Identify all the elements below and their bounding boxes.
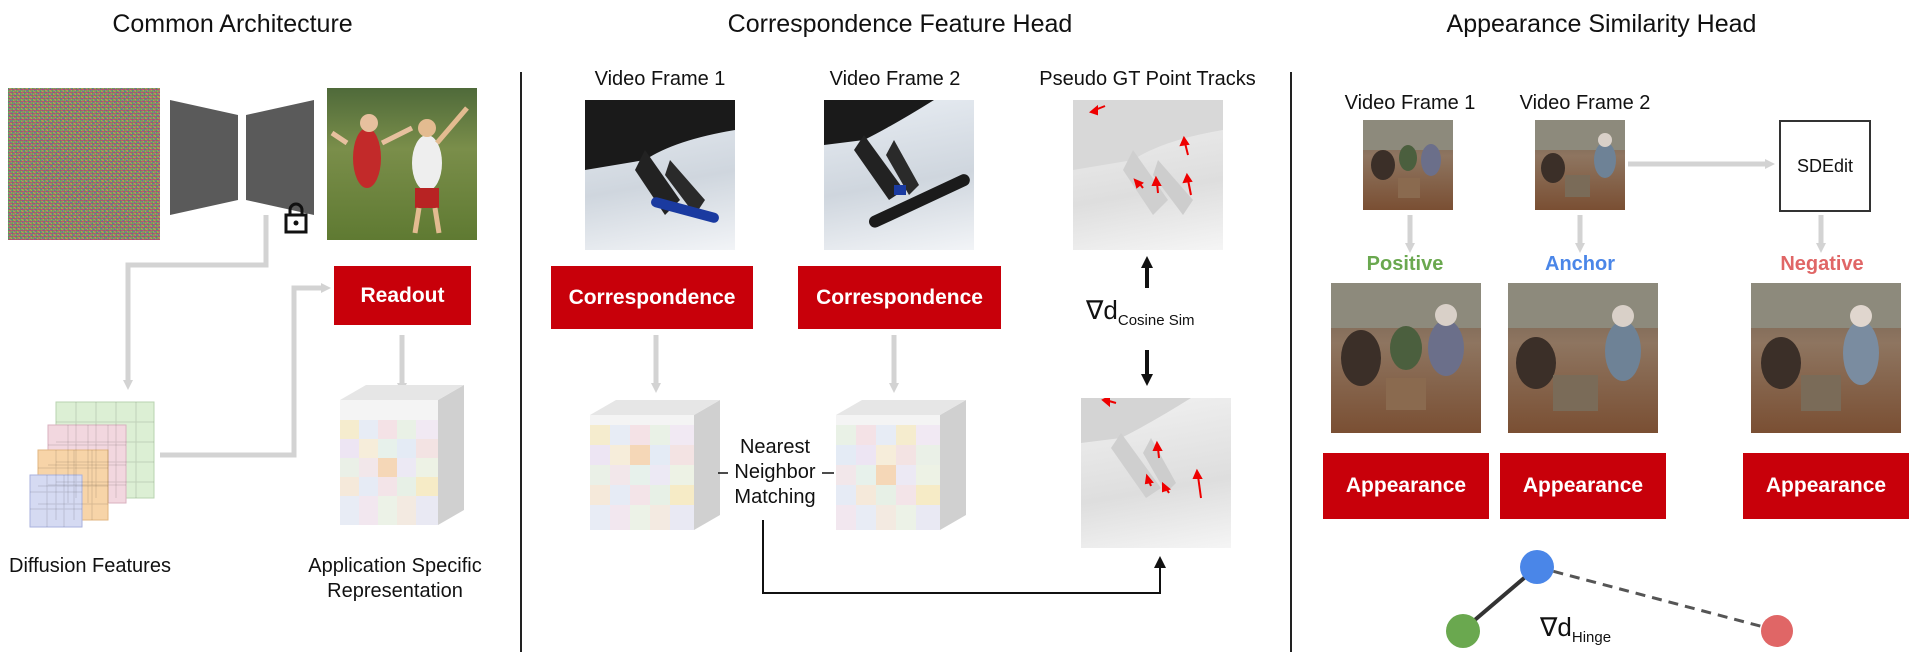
representation-cube-common [340, 385, 464, 525]
generated-image-players [327, 88, 477, 240]
hinge-gradient-label: ∇dHinge [1540, 612, 1611, 646]
nn-line3: Matching [734, 486, 816, 508]
pseudo-gt-track-image-bottom [1081, 398, 1231, 548]
positive-label: Positive [1366, 253, 1444, 275]
nn-line2: Neighbor [734, 461, 816, 483]
section-divider-left [520, 72, 522, 652]
grad-subscript-hinge: Hinge [1571, 629, 1612, 647]
sdedit-box: SDEdit [1779, 120, 1871, 212]
grad-symbol-cosine: ∇d [1086, 295, 1118, 325]
anchor-image [1508, 283, 1658, 433]
corr-frame2-label: Video Frame 2 [829, 68, 961, 90]
negative-image [1751, 283, 1901, 433]
positive-dot [1446, 614, 1480, 648]
grad-subscript-cosine: Cosine Sim [1117, 312, 1195, 330]
pseudo-gt-label: Pseudo GT Point Tracks [1039, 68, 1256, 90]
arrow-to-diffusion-features [123, 215, 269, 390]
app-specific-label-line1: Application Specific [308, 555, 482, 577]
noise-image [8, 88, 160, 240]
corr-frame1-label: Video Frame 1 [594, 68, 726, 90]
app-frame1-label: Video Frame 1 [1344, 92, 1476, 114]
arrow-to-readout [160, 283, 331, 458]
lock-icon [284, 202, 308, 234]
diffusion-feature-grids [29, 401, 155, 528]
section-title-common-architecture: Common Architecture [112, 10, 353, 38]
diffusion-features-label: Diffusion Features [9, 555, 171, 577]
encoder-shape [170, 100, 238, 215]
correspondence-box-2: Correspondence [798, 266, 1001, 329]
feature-cube-frame2 [836, 400, 966, 530]
app-frame2-label: Video Frame 2 [1519, 92, 1651, 114]
corr-frame1-image [585, 100, 735, 250]
nn-line1: Nearest [739, 436, 811, 458]
appearance-box-3: Appearance [1743, 453, 1909, 519]
arrow-matching-to-tracks [762, 520, 1166, 594]
anchor-negative-link [1536, 565, 1776, 632]
feature-cube-frame1 [590, 400, 720, 530]
negative-label: Negative [1780, 253, 1864, 275]
grad-symbol-hinge: ∇d [1540, 612, 1572, 642]
negative-dot [1761, 615, 1793, 647]
positive-image [1331, 283, 1481, 433]
anchor-dot [1520, 550, 1554, 584]
anchor-label: Anchor [1545, 253, 1615, 275]
decoder-shape [246, 100, 314, 215]
section-divider-right [1290, 72, 1292, 652]
appearance-box-1: Appearance [1323, 453, 1489, 519]
section-title-correspondence-head: Correspondence Feature Head [727, 10, 1073, 38]
readout-box: Readout [334, 266, 471, 325]
section-title-appearance-head: Appearance Similarity Head [1446, 10, 1757, 38]
pseudo-gt-track-image-top [1073, 100, 1223, 250]
correspondence-box-1: Correspondence [551, 266, 753, 329]
appearance-box-2: Appearance [1500, 453, 1666, 519]
corr-frame2-image [824, 100, 974, 250]
app-frame2-image [1535, 120, 1625, 210]
nearest-neighbor-matching-label: Nearest Neighbor Matching [728, 435, 822, 510]
app-frame1-image [1363, 120, 1453, 210]
app-specific-label-line2: Representation [327, 580, 463, 602]
cosine-sim-gradient-label: ∇dCosine Sim [1086, 295, 1195, 329]
